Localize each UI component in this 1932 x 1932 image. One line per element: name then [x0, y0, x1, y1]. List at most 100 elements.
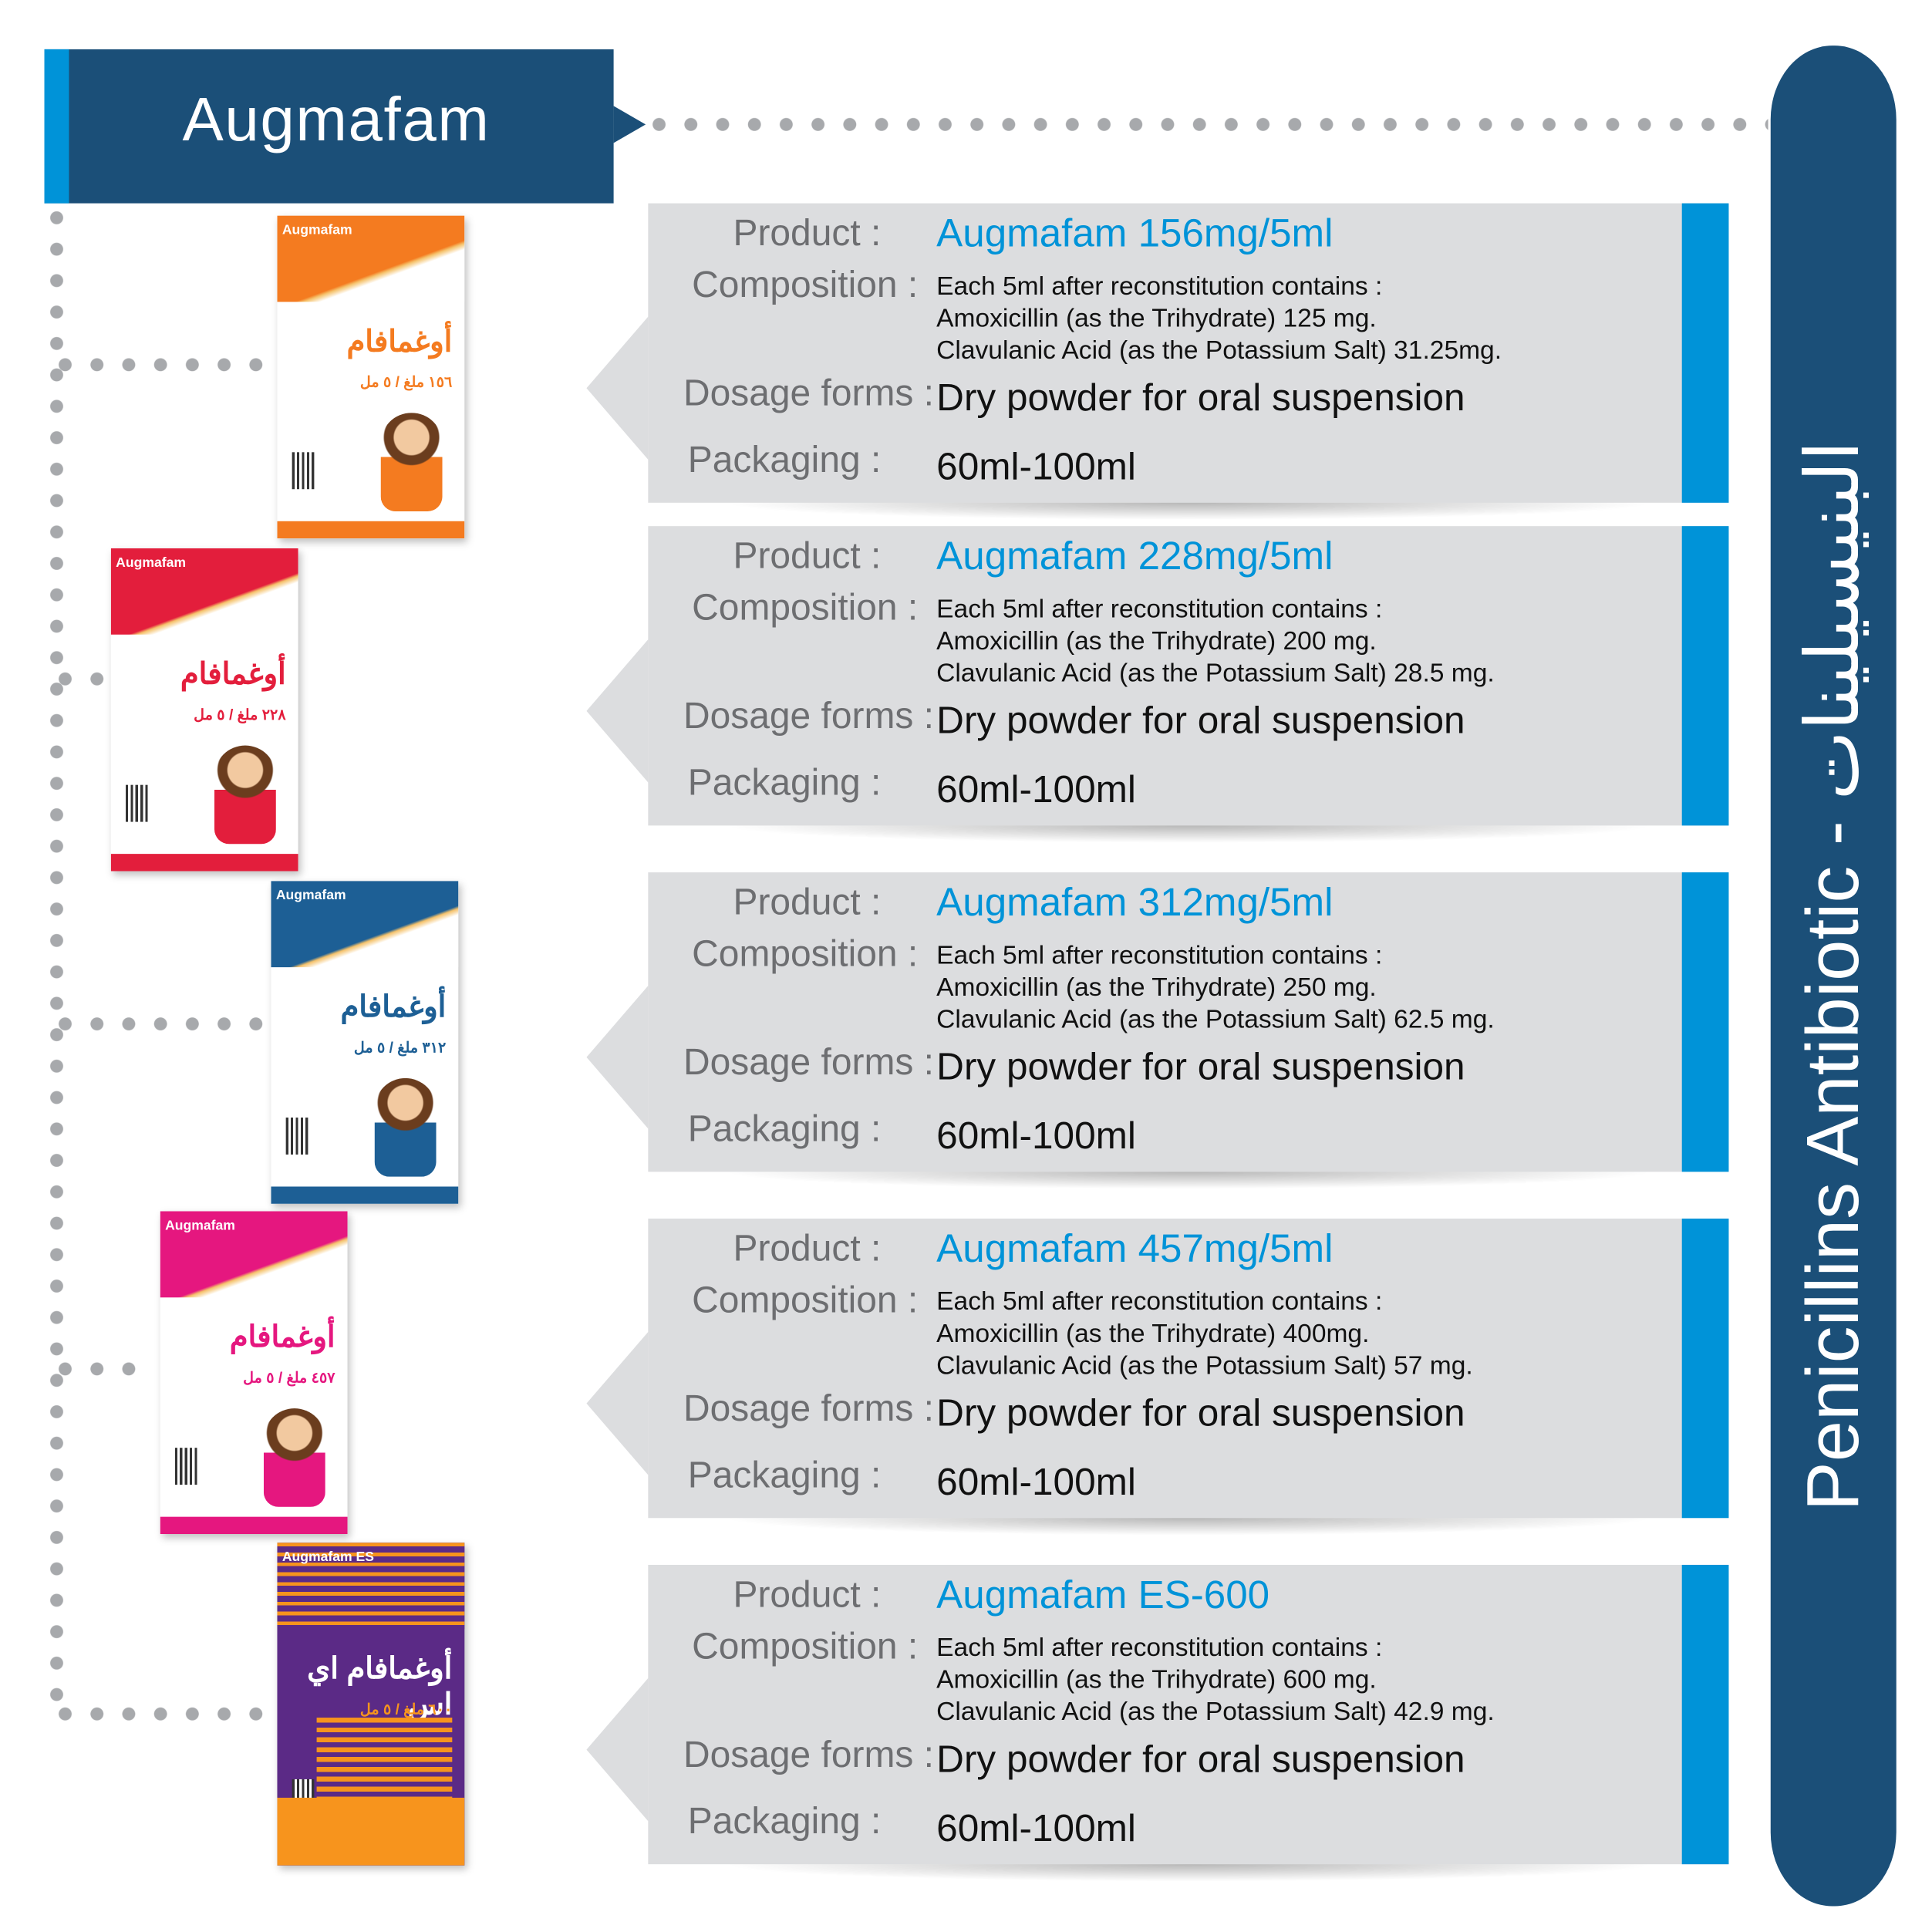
box-bottom-band — [271, 1186, 459, 1204]
box-arabic-name: أوغمافام — [229, 1320, 335, 1354]
composition-label: Composition : — [692, 933, 919, 975]
product-card: Product : Composition : Dosage forms : P… — [586, 203, 1729, 521]
card-pointer — [586, 1677, 649, 1822]
box-color-band — [277, 215, 465, 302]
product-name: Augmafam 312mg/5ml — [936, 879, 1334, 925]
dotted-branch-1 — [49, 357, 271, 373]
box-color-band — [271, 881, 459, 968]
product-card: Product : Composition : Dosage forms : P… — [586, 872, 1729, 1189]
composition-line: Each 5ml after reconstitution contains : — [936, 1287, 1383, 1317]
composition-line: Each 5ml after reconstitution contains : — [936, 272, 1383, 301]
dotted-branch-5 — [49, 1706, 271, 1721]
composition-line: Clavulanic Acid (as the Potassium Salt) … — [936, 336, 1502, 365]
composition-text: Each 5ml after reconstitution contains :… — [936, 1286, 1473, 1383]
box-color-band — [277, 1543, 465, 1630]
box-arabic-name: أوغمافام — [180, 658, 286, 692]
packaging-value: 60ml-100ml — [936, 1806, 1136, 1849]
product-name: Augmafam 457mg/5ml — [936, 1226, 1334, 1271]
box-bottom-band — [110, 854, 298, 872]
card-accent-stripe — [1681, 1219, 1729, 1519]
composition-line: Amoxicillin (as the Trihydrate) 600 mg. — [936, 1665, 1377, 1694]
product-card: Product : Composition : Dosage forms : P… — [586, 1219, 1729, 1536]
box-color-band — [110, 548, 298, 635]
brand-header: Augmafam — [44, 49, 614, 204]
cartoon-child-graphic — [380, 413, 443, 512]
product-box-image: Augmafam أوغمافام ٣١٢ ملغ / ٥ مل — [271, 881, 459, 1204]
brand-title: Augmafam — [182, 85, 491, 154]
box-strength: ٤٥٧ ملغ / ٥ مل — [243, 1368, 335, 1387]
packaging-label: Packaging : — [687, 762, 882, 804]
composition-line: Each 5ml after reconstitution contains : — [936, 1634, 1383, 1663]
composition-line: Amoxicillin (as the Trihydrate) 200 mg. — [936, 627, 1377, 656]
product-name: Augmafam ES-600 — [936, 1572, 1270, 1617]
qr-code-icon — [174, 1448, 197, 1485]
composition-label: Composition : — [692, 265, 919, 306]
box-brand: Augmafam — [275, 888, 346, 904]
composition-text: Each 5ml after reconstitution contains :… — [936, 940, 1495, 1037]
composition-line: Amoxicillin (as the Trihydrate) 250 mg. — [936, 973, 1377, 1002]
dosage-value: Dry powder for oral suspension — [936, 1044, 1465, 1088]
composition-line: Clavulanic Acid (as the Potassium Salt) … — [936, 1005, 1495, 1034]
product-label: Product : — [733, 1574, 882, 1616]
dotted-connector-top — [642, 116, 1768, 132]
packaging-label: Packaging : — [687, 1801, 882, 1843]
box-arabic-name: أوغمافام اي اس — [307, 1652, 453, 1721]
dosage-value: Dry powder for oral suspension — [936, 376, 1465, 420]
dosage-label: Dosage forms : — [683, 696, 934, 737]
composition-line: Amoxicillin (as the Trihydrate) 400mg. — [936, 1320, 1370, 1348]
box-strength: ٣١٢ ملغ / ٥ مل — [353, 1038, 447, 1057]
qr-code-icon — [285, 1118, 309, 1155]
dotted-connector-vertical — [49, 202, 65, 1718]
packaging-value: 60ml-100ml — [936, 444, 1136, 488]
composition-line: Clavulanic Acid (as the Potassium Salt) … — [936, 1698, 1495, 1727]
category-label: Penicillins Antibiotic - البنيسيلينات — [1791, 440, 1874, 1512]
cartoon-child-graphic — [214, 745, 276, 845]
dotted-branch-2 — [49, 671, 113, 686]
card-shadow — [722, 502, 1655, 521]
composition-text: Each 5ml after reconstitution contains :… — [936, 271, 1502, 367]
card-shadow — [722, 1518, 1655, 1536]
card-pointer — [586, 1332, 649, 1475]
box-brand: Augmafam — [116, 555, 186, 571]
packaging-value: 60ml-100ml — [936, 1114, 1136, 1158]
composition-line: Clavulanic Acid (as the Potassium Salt) … — [936, 659, 1495, 688]
box-bottom-band — [160, 1516, 348, 1535]
dosage-label: Dosage forms : — [683, 373, 934, 414]
card-pointer — [586, 986, 649, 1129]
packaging-label: Packaging : — [687, 1108, 882, 1150]
card-accent-stripe — [1681, 203, 1729, 503]
card-accent-stripe — [1681, 526, 1729, 826]
es-logo-graphic — [316, 1718, 453, 1804]
dotted-branch-3 — [49, 1017, 271, 1032]
box-strength: ٢٢٨ ملغ / ٥ مل — [194, 706, 286, 723]
box-arabic-name: أوغمافام — [346, 325, 453, 359]
card-shadow — [722, 1172, 1655, 1189]
qr-code-icon — [292, 452, 315, 490]
dosage-value: Dry powder for oral suspension — [936, 1391, 1465, 1435]
product-label: Product : — [733, 882, 882, 923]
product-label: Product : — [733, 535, 882, 577]
card-pointer — [586, 639, 649, 783]
header-arrow — [613, 106, 646, 143]
box-arabic-name: أوغمافام — [340, 990, 447, 1024]
box-brand: Augmafam ES — [282, 1549, 374, 1565]
product-card: Product : Composition : Dosage forms : P… — [586, 1564, 1729, 1882]
qr-code-icon — [125, 784, 148, 822]
product-box-image: Augmafam أوغمافام ٢٢٨ ملغ / ٥ مل — [110, 548, 298, 872]
box-strength: ١٥٦ ملغ / ٥ مل — [359, 373, 453, 391]
packaging-label: Packaging : — [687, 1455, 882, 1496]
dosage-label: Dosage forms : — [683, 1388, 934, 1430]
composition-line: Each 5ml after reconstitution contains : — [936, 941, 1383, 970]
dosage-value: Dry powder for oral suspension — [936, 1737, 1465, 1781]
packaging-value: 60ml-100ml — [936, 1460, 1136, 1504]
product-name: Augmafam 156mg/5ml — [936, 211, 1334, 255]
composition-label: Composition : — [692, 1280, 919, 1321]
category-sidebar: Penicillins Antibiotic - البنيسيلينات — [1770, 46, 1897, 1907]
composition-text: Each 5ml after reconstitution contains :… — [936, 1633, 1495, 1729]
card-accent-stripe — [1681, 1564, 1729, 1865]
composition-label: Composition : — [692, 1626, 919, 1667]
packaging-label: Packaging : — [687, 440, 882, 481]
